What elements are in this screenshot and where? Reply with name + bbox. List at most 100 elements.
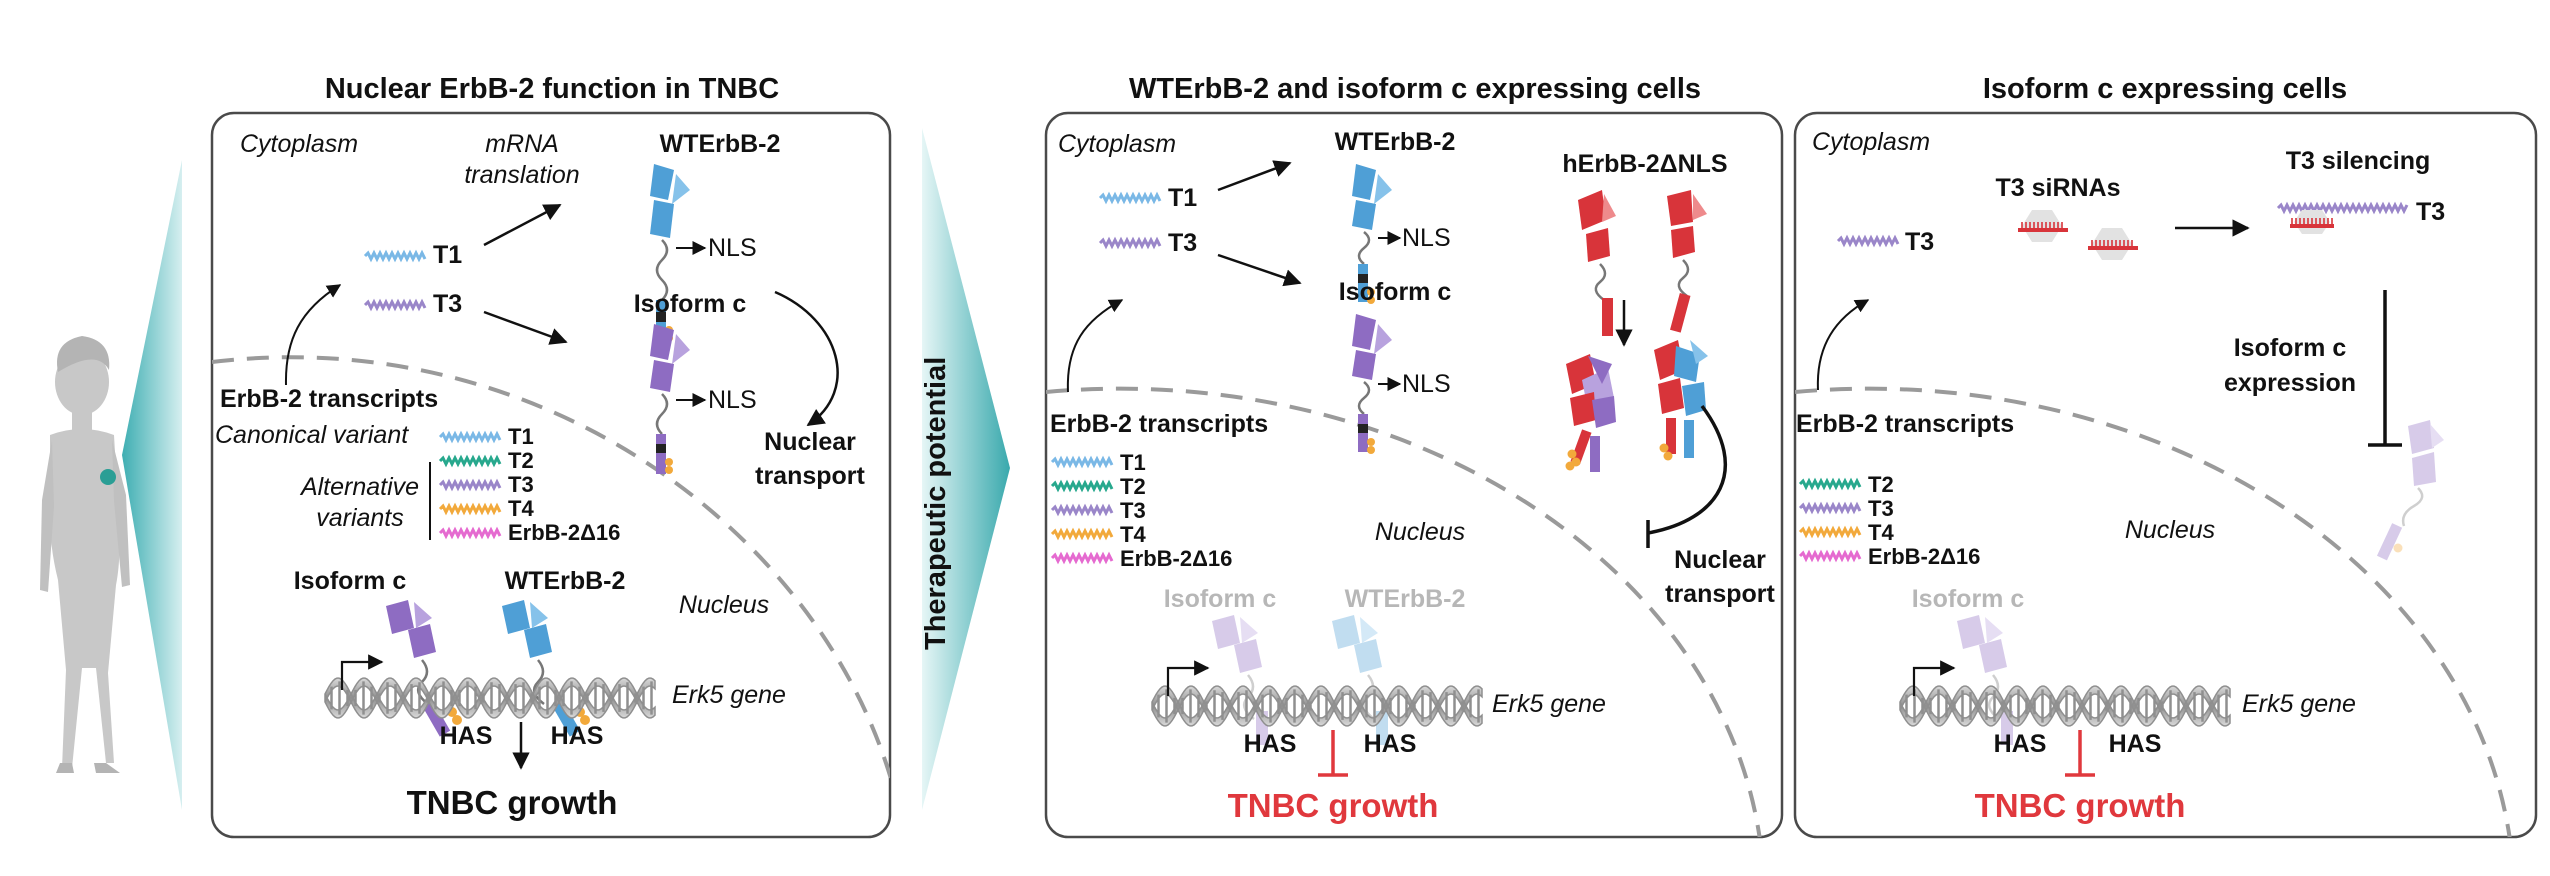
variant-d16: ErbB-2Δ16	[1120, 546, 1232, 571]
has-right-label: HAS	[1364, 730, 1417, 758]
isoform-label: Isoform c	[634, 290, 747, 318]
nuclear-transport-l1: Nuclear	[764, 428, 856, 456]
isoform-protein-icon	[1352, 314, 1392, 454]
tnbc-growth-label: TNBC growth	[1975, 787, 2186, 824]
has-right-label: HAS	[2109, 730, 2162, 758]
therapeutic-arrow	[922, 128, 1010, 810]
transcripts-label: ErbB-2 transcripts	[1796, 410, 2014, 438]
transcripts-label: ErbB-2 transcripts	[1050, 410, 1268, 438]
isoform-expression-l2: expression	[2224, 369, 2356, 397]
translation-label: translation	[464, 161, 579, 189]
has-left-label: HAS	[440, 722, 493, 750]
human-figure-icon	[40, 160, 182, 810]
silencing-label: T3 silencing	[2286, 147, 2430, 175]
transcript-t3	[1098, 236, 1162, 250]
variant-t3: T3	[508, 472, 534, 497]
dna-helix-2	[1151, 685, 1483, 727]
t3-label: T3	[1168, 229, 1197, 257]
nuclear-envelope-3	[1795, 386, 2512, 837]
erk5-gene-label: Erk5 gene	[1492, 690, 1606, 718]
wt-label: WTErbB-2	[660, 130, 781, 158]
variant-list-2	[1050, 455, 1114, 565]
wt-dna-protein-icon	[502, 600, 590, 737]
variant-list-3	[1798, 477, 1862, 563]
t1-label: T1	[1168, 184, 1197, 212]
wt-protein-icon	[1352, 164, 1392, 304]
sirna-complex-icon	[2088, 228, 2138, 260]
panel-2-frame	[1044, 111, 1784, 839]
t3-label: T3	[433, 290, 462, 318]
erk5-gene-label: Erk5 gene	[672, 681, 786, 709]
alternative-label: Alternative	[299, 473, 419, 501]
nucleus-label: Nucleus	[1375, 518, 1465, 546]
panel-1-frame	[210, 111, 892, 839]
dna-helix-3	[1899, 685, 2231, 727]
variant-d16: ErbB-2Δ16	[508, 520, 620, 545]
nls-bottom-label: NLS	[1402, 370, 1451, 398]
variant-list-1	[438, 430, 502, 540]
heterodimer-icon	[1565, 354, 1616, 472]
variant-t3: T3	[1868, 496, 1894, 521]
wt-dna-label: WTErbB-2	[1345, 585, 1466, 613]
mutant-protein-icon	[1578, 190, 1616, 336]
isoform-dna-protein-icon	[386, 600, 462, 737]
has-right-label: HAS	[551, 722, 604, 750]
nuclear-envelope-1	[212, 355, 890, 837]
sirna-label: T3 siRNAs	[1995, 174, 2120, 202]
variant-t4: T4	[1120, 522, 1146, 547]
variant-t2: T2	[1120, 474, 1146, 499]
isoform-protein-icon	[650, 324, 690, 474]
nucleus-label: Nucleus	[2125, 516, 2215, 544]
hdnls-label: hErbB-2ΔNLS	[1562, 150, 1727, 178]
has-left-label: HAS	[1994, 730, 2047, 758]
variant-t3: T3	[1120, 498, 1146, 523]
variant-d16: ErbB-2Δ16	[1868, 544, 1980, 569]
variant-t2: T2	[508, 448, 534, 473]
panel-2-title: WTErbB-2 and isoform c expressing cells	[1129, 73, 1701, 105]
isoform-label: Isoform c	[1339, 278, 1452, 306]
t3-label: T3	[1905, 228, 1934, 256]
cytoplasm-label: Cytoplasm	[1812, 128, 1930, 156]
nuclear-transport-l2: transport	[755, 462, 865, 490]
faded-isoform-protein-icon	[2376, 420, 2444, 561]
tnbc-growth-label: TNBC growth	[1228, 787, 1439, 824]
cytoplasm-label: Cytoplasm	[240, 130, 358, 158]
isoform-dna-label: Isoform c	[1912, 585, 2025, 613]
nls-bottom-label: NLS	[708, 386, 757, 414]
variants-label: variants	[316, 504, 404, 532]
mrna-label: mRNA	[485, 130, 559, 158]
therapeutic-label: Therapeutic potential	[920, 357, 952, 650]
wt-dna-label: WTErbB-2	[505, 567, 626, 595]
variant-t4: T4	[1868, 520, 1894, 545]
nls-top-label: NLS	[708, 234, 757, 262]
has-left-label: HAS	[1244, 730, 1297, 758]
t3-silenced-label: T3	[2416, 198, 2445, 226]
tnbc-growth-label: TNBC growth	[407, 784, 618, 821]
panel-1-title: Nuclear ErbB-2 function in TNBC	[325, 73, 779, 105]
transcript-t3	[1836, 234, 1900, 248]
isoform-expression-l1: Isoform c	[2234, 334, 2347, 362]
isoform-dna-label: Isoform c	[294, 567, 407, 595]
nls-top-label: NLS	[1402, 224, 1451, 252]
transcripts-label: ErbB-2 transcripts	[220, 385, 438, 413]
variant-t1: T1	[508, 424, 534, 449]
variant-t1: T1	[1120, 450, 1146, 475]
wt-label: WTErbB-2	[1335, 128, 1456, 156]
faded-isoform-protein-icon	[1957, 615, 2013, 745]
cytoplasm-label: Cytoplasm	[1058, 130, 1176, 158]
canonical-label: Canonical variant	[215, 421, 409, 449]
faded-wt-protein-icon	[1332, 615, 1388, 745]
panel-3-frame	[1793, 111, 2538, 839]
transcript-t1	[363, 249, 427, 263]
variant-t2: T2	[1868, 472, 1894, 497]
mutant-protein-icon	[1667, 190, 1707, 333]
heterodimer-icon	[1654, 340, 1708, 461]
nuclear-envelope-2	[1046, 386, 1762, 837]
nuclear-transport-l2: transport	[1665, 580, 1775, 608]
erk5-gene-label: Erk5 gene	[2242, 690, 2356, 718]
silenced-t3-icon	[2276, 201, 2409, 234]
nucleus-label: Nucleus	[679, 591, 769, 619]
isoform-dna-label: Isoform c	[1164, 585, 1277, 613]
nuclear-transport-l1: Nuclear	[1674, 546, 1766, 574]
